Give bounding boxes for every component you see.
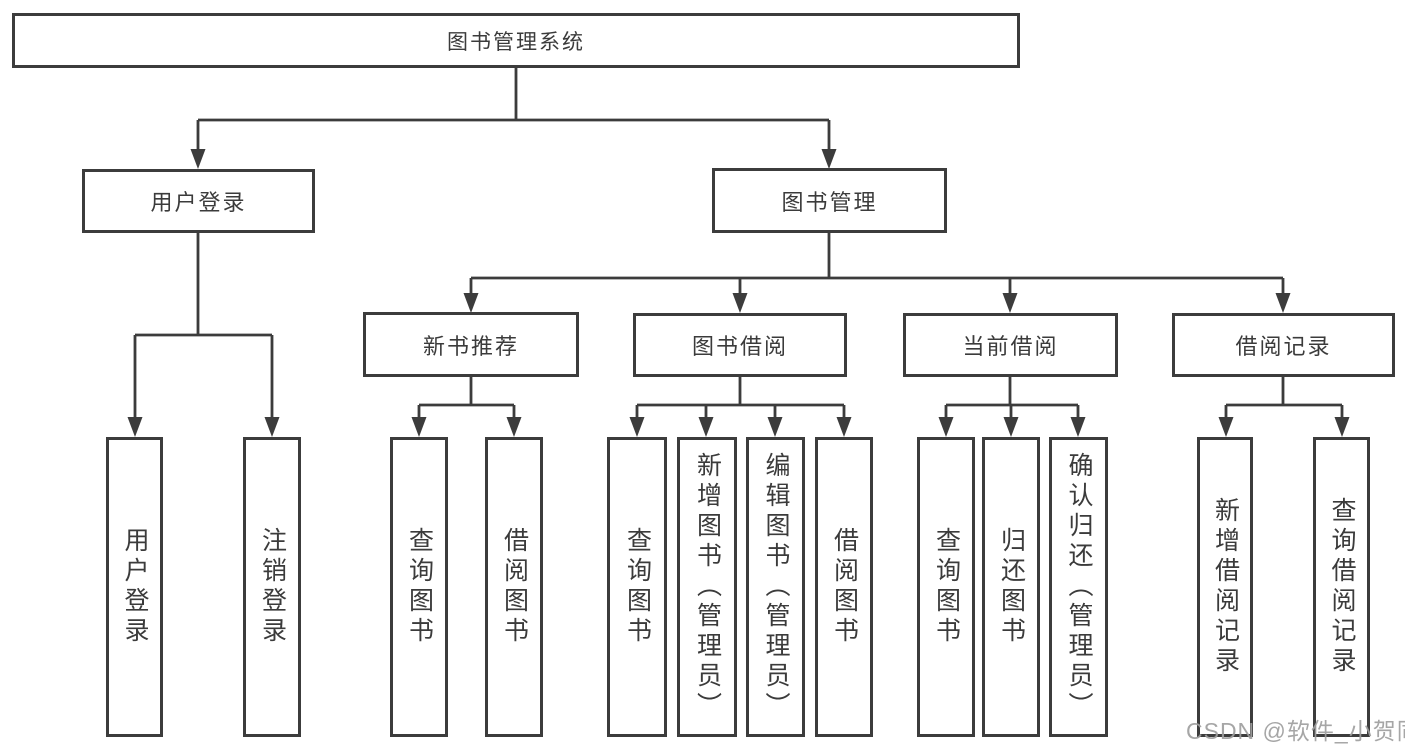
node-new-book-recommend: 新书推荐 [363, 312, 579, 377]
leaf-query-books-borrowing: 查询图书 [607, 437, 667, 737]
node-borrowing-records: 借阅记录 [1172, 313, 1395, 377]
leaf-add-books-admin: 新增图书（管理员） [677, 437, 737, 737]
leaf-edit-books-admin: 编辑图书（管理员） [746, 437, 805, 737]
leaf-query-books-recommend: 查询图书 [390, 437, 448, 737]
node-book-borrowing: 图书借阅 [633, 313, 847, 377]
leaf-add-borrow-record: 新增借阅记录 [1197, 437, 1253, 737]
arrowheads [127, 149, 1350, 437]
leaf-confirm-return-admin: 确认归还（管理员） [1049, 437, 1108, 737]
leaf-query-books-current: 查询图书 [917, 437, 975, 737]
leaf-return-books: 归还图书 [982, 437, 1040, 737]
leaf-query-borrow-record: 查询借阅记录 [1313, 437, 1370, 737]
csdn-watermark: CSDN @软件_小贺同学 [1186, 718, 1405, 744]
leaf-user-login: 用户登录 [106, 437, 163, 737]
node-user-login-branch: 用户登录 [82, 169, 315, 233]
leaf-logout-login: 注销登录 [243, 437, 301, 737]
node-library-management-system: 图书管理系统 [12, 13, 1020, 68]
leaf-borrow-books-recommend: 借阅图书 [485, 437, 543, 737]
leaf-borrow-books-borrowing: 借阅图书 [815, 437, 873, 737]
node-current-borrowing: 当前借阅 [903, 313, 1118, 377]
node-book-management-branch: 图书管理 [712, 168, 947, 233]
